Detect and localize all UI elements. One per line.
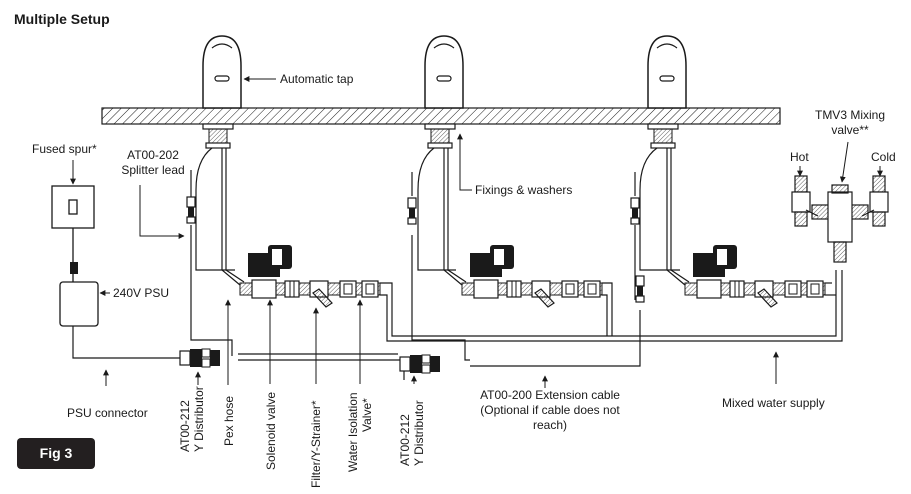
label-fixings: Fixings & washers bbox=[475, 183, 573, 197]
label-filter: Filter/Y-Strainer* bbox=[309, 400, 323, 488]
label-y-dist-1-line1: AT00-212 bbox=[178, 400, 192, 452]
page-title: Multiple Setup bbox=[14, 11, 110, 27]
splitter-connector-1 bbox=[186, 196, 196, 224]
automatic-tap-3 bbox=[647, 35, 687, 109]
label-y-dist-1-line2: Y Distributor bbox=[192, 386, 206, 452]
label-splitter-line2: Splitter lead bbox=[121, 163, 185, 177]
valve-assembly-3 bbox=[684, 244, 826, 308]
label-y-dist-2-line2: Y Distributor bbox=[412, 400, 426, 466]
label-iso-line2: Valve* bbox=[360, 398, 374, 432]
label-splitter-lead: AT00-202 Splitter lead bbox=[112, 148, 194, 178]
label-iso-line1: Water Isolation bbox=[346, 392, 360, 472]
splitter-connector-3 bbox=[630, 197, 640, 225]
fixings-3 bbox=[647, 123, 679, 149]
fixings-1 bbox=[202, 123, 234, 149]
counter-top bbox=[101, 107, 781, 125]
label-solenoid-valve: Solenoid valve bbox=[264, 391, 278, 470]
cables bbox=[72, 170, 641, 380]
pex-hoses bbox=[195, 147, 690, 286]
label-extension-cable: AT00-200 Extension cable (Optional if ca… bbox=[465, 388, 635, 433]
label-extension-line3: reach) bbox=[532, 418, 567, 432]
label-psu-connector: PSU connector bbox=[67, 406, 148, 420]
tmv3-mixing-valve bbox=[791, 175, 889, 263]
label-y-distributor-1: AT00-212 Y Distributor bbox=[178, 386, 206, 452]
label-water-isolation-valve: Water Isolation Valve* bbox=[346, 392, 374, 472]
label-tmv3-line2: valve** bbox=[831, 123, 869, 137]
label-y-dist-2-line1: AT00-212 bbox=[398, 414, 412, 466]
fused-spur bbox=[51, 185, 95, 229]
label-tmv3: TMV3 Mixing valve** bbox=[800, 108, 900, 138]
label-mixed-water: Mixed water supply bbox=[722, 396, 825, 410]
label-fused-spur: Fused spur* bbox=[32, 142, 97, 156]
automatic-tap-1 bbox=[202, 35, 242, 109]
label-pex-hose: Pex hose bbox=[222, 395, 236, 446]
label-psu: 240V PSU bbox=[113, 286, 170, 300]
label-splitter-line1: AT00-202 bbox=[127, 148, 179, 162]
psu-unit bbox=[59, 228, 99, 327]
valve-assembly-2 bbox=[461, 244, 603, 308]
mixed-water-pipe bbox=[380, 270, 843, 342]
label-hot: Hot bbox=[790, 150, 809, 164]
valve-assembly-1 bbox=[239, 244, 381, 308]
extension-connector bbox=[635, 275, 645, 303]
y-distributor-1 bbox=[179, 348, 221, 368]
label-tmv3-line1: TMV3 Mixing bbox=[814, 108, 885, 122]
label-extension-line2: (Optional if cable does not bbox=[480, 403, 620, 417]
automatic-tap-2 bbox=[424, 35, 464, 109]
label-extension-line1: AT00-200 Extension cable bbox=[480, 388, 620, 402]
annotation-arrows bbox=[70, 76, 883, 388]
figure-badge: Fig 3 bbox=[17, 438, 95, 469]
label-cold: Cold bbox=[871, 150, 896, 164]
label-y-distributor-2: AT00-212 Y Distributor bbox=[398, 400, 426, 466]
splitter-connector-2 bbox=[407, 197, 417, 225]
y-distributor-2 bbox=[399, 354, 441, 374]
fixings-2 bbox=[424, 123, 456, 149]
label-automatic-tap: Automatic tap bbox=[280, 72, 354, 86]
